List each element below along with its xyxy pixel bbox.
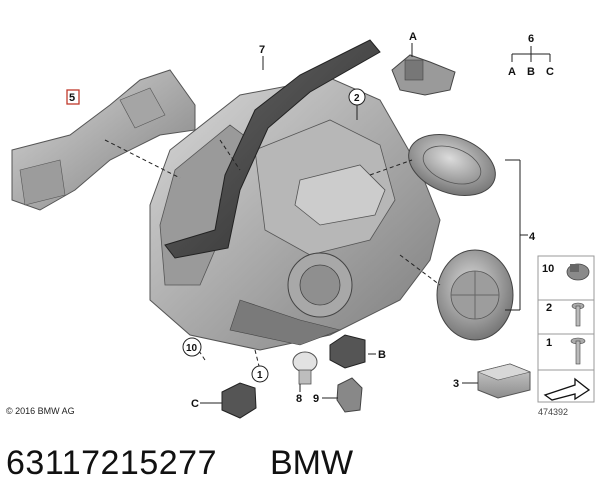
highlight-box-5 [66,89,80,105]
leader-lines [104,43,528,404]
brand-name: BMW [270,444,354,482]
legend-tree-child-b: B [527,66,535,78]
side-legend: 10 2 1 [537,255,595,403]
callout-C: C [191,398,199,410]
arrow-icon [543,377,591,401]
cover-cap-upper [408,134,496,196]
part-B [329,334,366,369]
legend-tree-child-a: A [508,66,516,78]
side-legend-item-2: 2 [546,302,552,314]
callout-A: A [409,31,417,43]
cover-cap-lower [436,249,514,341]
legend-tree: 6 A B C [508,33,554,78]
bolt-icon [570,337,586,365]
bulb-part-8 [292,351,318,385]
part-C [221,382,257,419]
legend-tree-child-c: C [546,66,554,78]
callout-2: 2 [354,93,360,104]
image-number: 474392 [538,407,569,417]
adjuster-part-A [391,54,456,96]
callout-1: 1 [257,370,263,381]
callout-10: 10 [186,343,198,354]
screw-icon [571,302,585,327]
socket-part-9 [336,377,363,413]
callout-8: 8 [296,393,302,405]
callout-3: 3 [453,378,459,390]
bracket-part-5 [11,69,196,211]
part-number: 63117215277 [6,444,217,482]
copyright-text: © 2016 BMW AG [6,406,75,416]
seal-part-7 [164,39,381,259]
side-legend-item-1: 1 [546,337,552,349]
legend-tree-top: 6 [528,33,534,45]
clip-icon [566,263,590,281]
side-legend-item-10: 10 [542,263,554,275]
callout-4: 4 [529,231,536,243]
headlight-housing [149,77,441,351]
callout-5: 5 [69,92,75,104]
callouts: 5 7 2 A 4 10 1 B C 8 9 3 [66,31,536,410]
box-part-3 [477,363,531,399]
callout-7: 7 [259,44,265,56]
callout-B: B [378,349,386,361]
callout-9: 9 [313,393,319,405]
